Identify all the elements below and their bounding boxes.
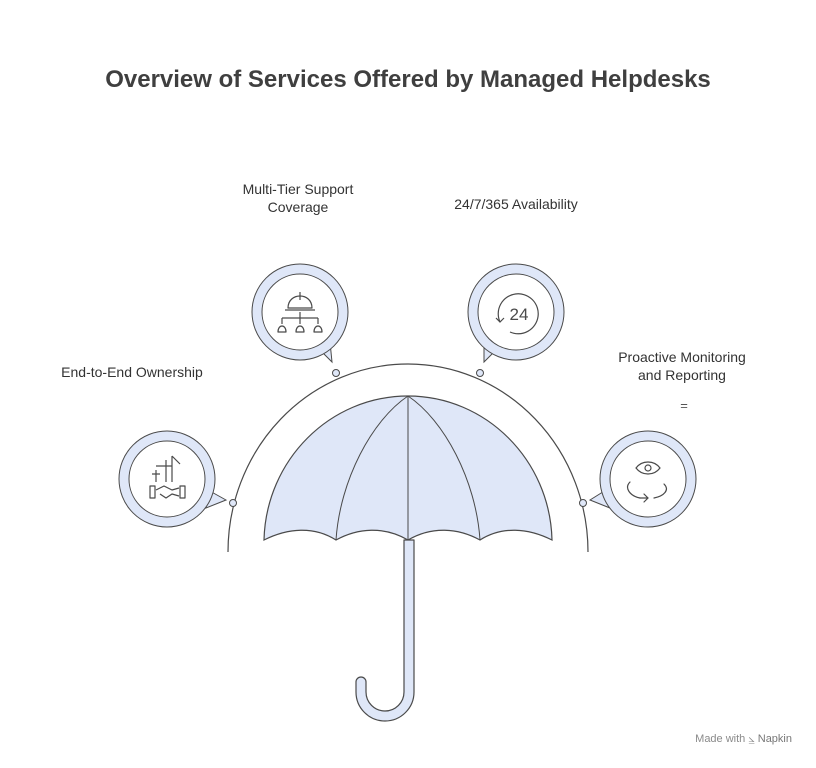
footer-credit: Made with ⦥ Napkin bbox=[695, 733, 792, 746]
bubble-availability: 24 bbox=[467, 263, 565, 364]
bubble-end-to-end-ownership bbox=[118, 430, 228, 528]
label-multi-tier-support: Multi-Tier Support Coverage bbox=[218, 180, 378, 216]
umbrella-handle bbox=[355, 539, 415, 722]
clock-24-label: 24 bbox=[510, 305, 529, 324]
stray-equals-mark: = bbox=[680, 398, 688, 413]
arc-marker bbox=[332, 369, 340, 377]
arc-marker bbox=[579, 499, 587, 507]
footer-brand: Napkin bbox=[757, 733, 792, 745]
bubble-proactive-monitoring bbox=[588, 430, 697, 528]
label-line: Coverage bbox=[267, 199, 329, 215]
arc-marker bbox=[476, 369, 484, 377]
eye-cycle-icon bbox=[627, 461, 667, 503]
handshake-building-icon bbox=[149, 455, 186, 499]
label-end-to-end-ownership: End-to-End Ownership bbox=[40, 363, 224, 381]
label-proactive-monitoring: Proactive Monitoring and Reporting bbox=[598, 348, 766, 384]
label-line: and Reporting bbox=[638, 367, 726, 383]
bubble-multi-tier-support bbox=[251, 263, 349, 364]
arc-marker bbox=[229, 499, 237, 507]
clock-24-icon bbox=[495, 293, 539, 335]
diagram-title: Overview of Services Offered by Managed … bbox=[105, 66, 711, 93]
outer-arc bbox=[227, 363, 589, 553]
hardhat-hierarchy-icon bbox=[277, 292, 323, 333]
label-availability: 24/7/365 Availability bbox=[430, 195, 602, 213]
label-line: 24/7/365 Availability bbox=[454, 196, 578, 212]
label-line: Multi-Tier Support bbox=[242, 181, 354, 197]
umbrella-canopy bbox=[263, 395, 553, 541]
label-line: End-to-End Ownership bbox=[61, 364, 203, 380]
label-line: Proactive Monitoring bbox=[618, 349, 746, 365]
napkin-logo-icon: ⦥ bbox=[748, 733, 755, 745]
footer-prefix: Made with bbox=[695, 733, 746, 745]
